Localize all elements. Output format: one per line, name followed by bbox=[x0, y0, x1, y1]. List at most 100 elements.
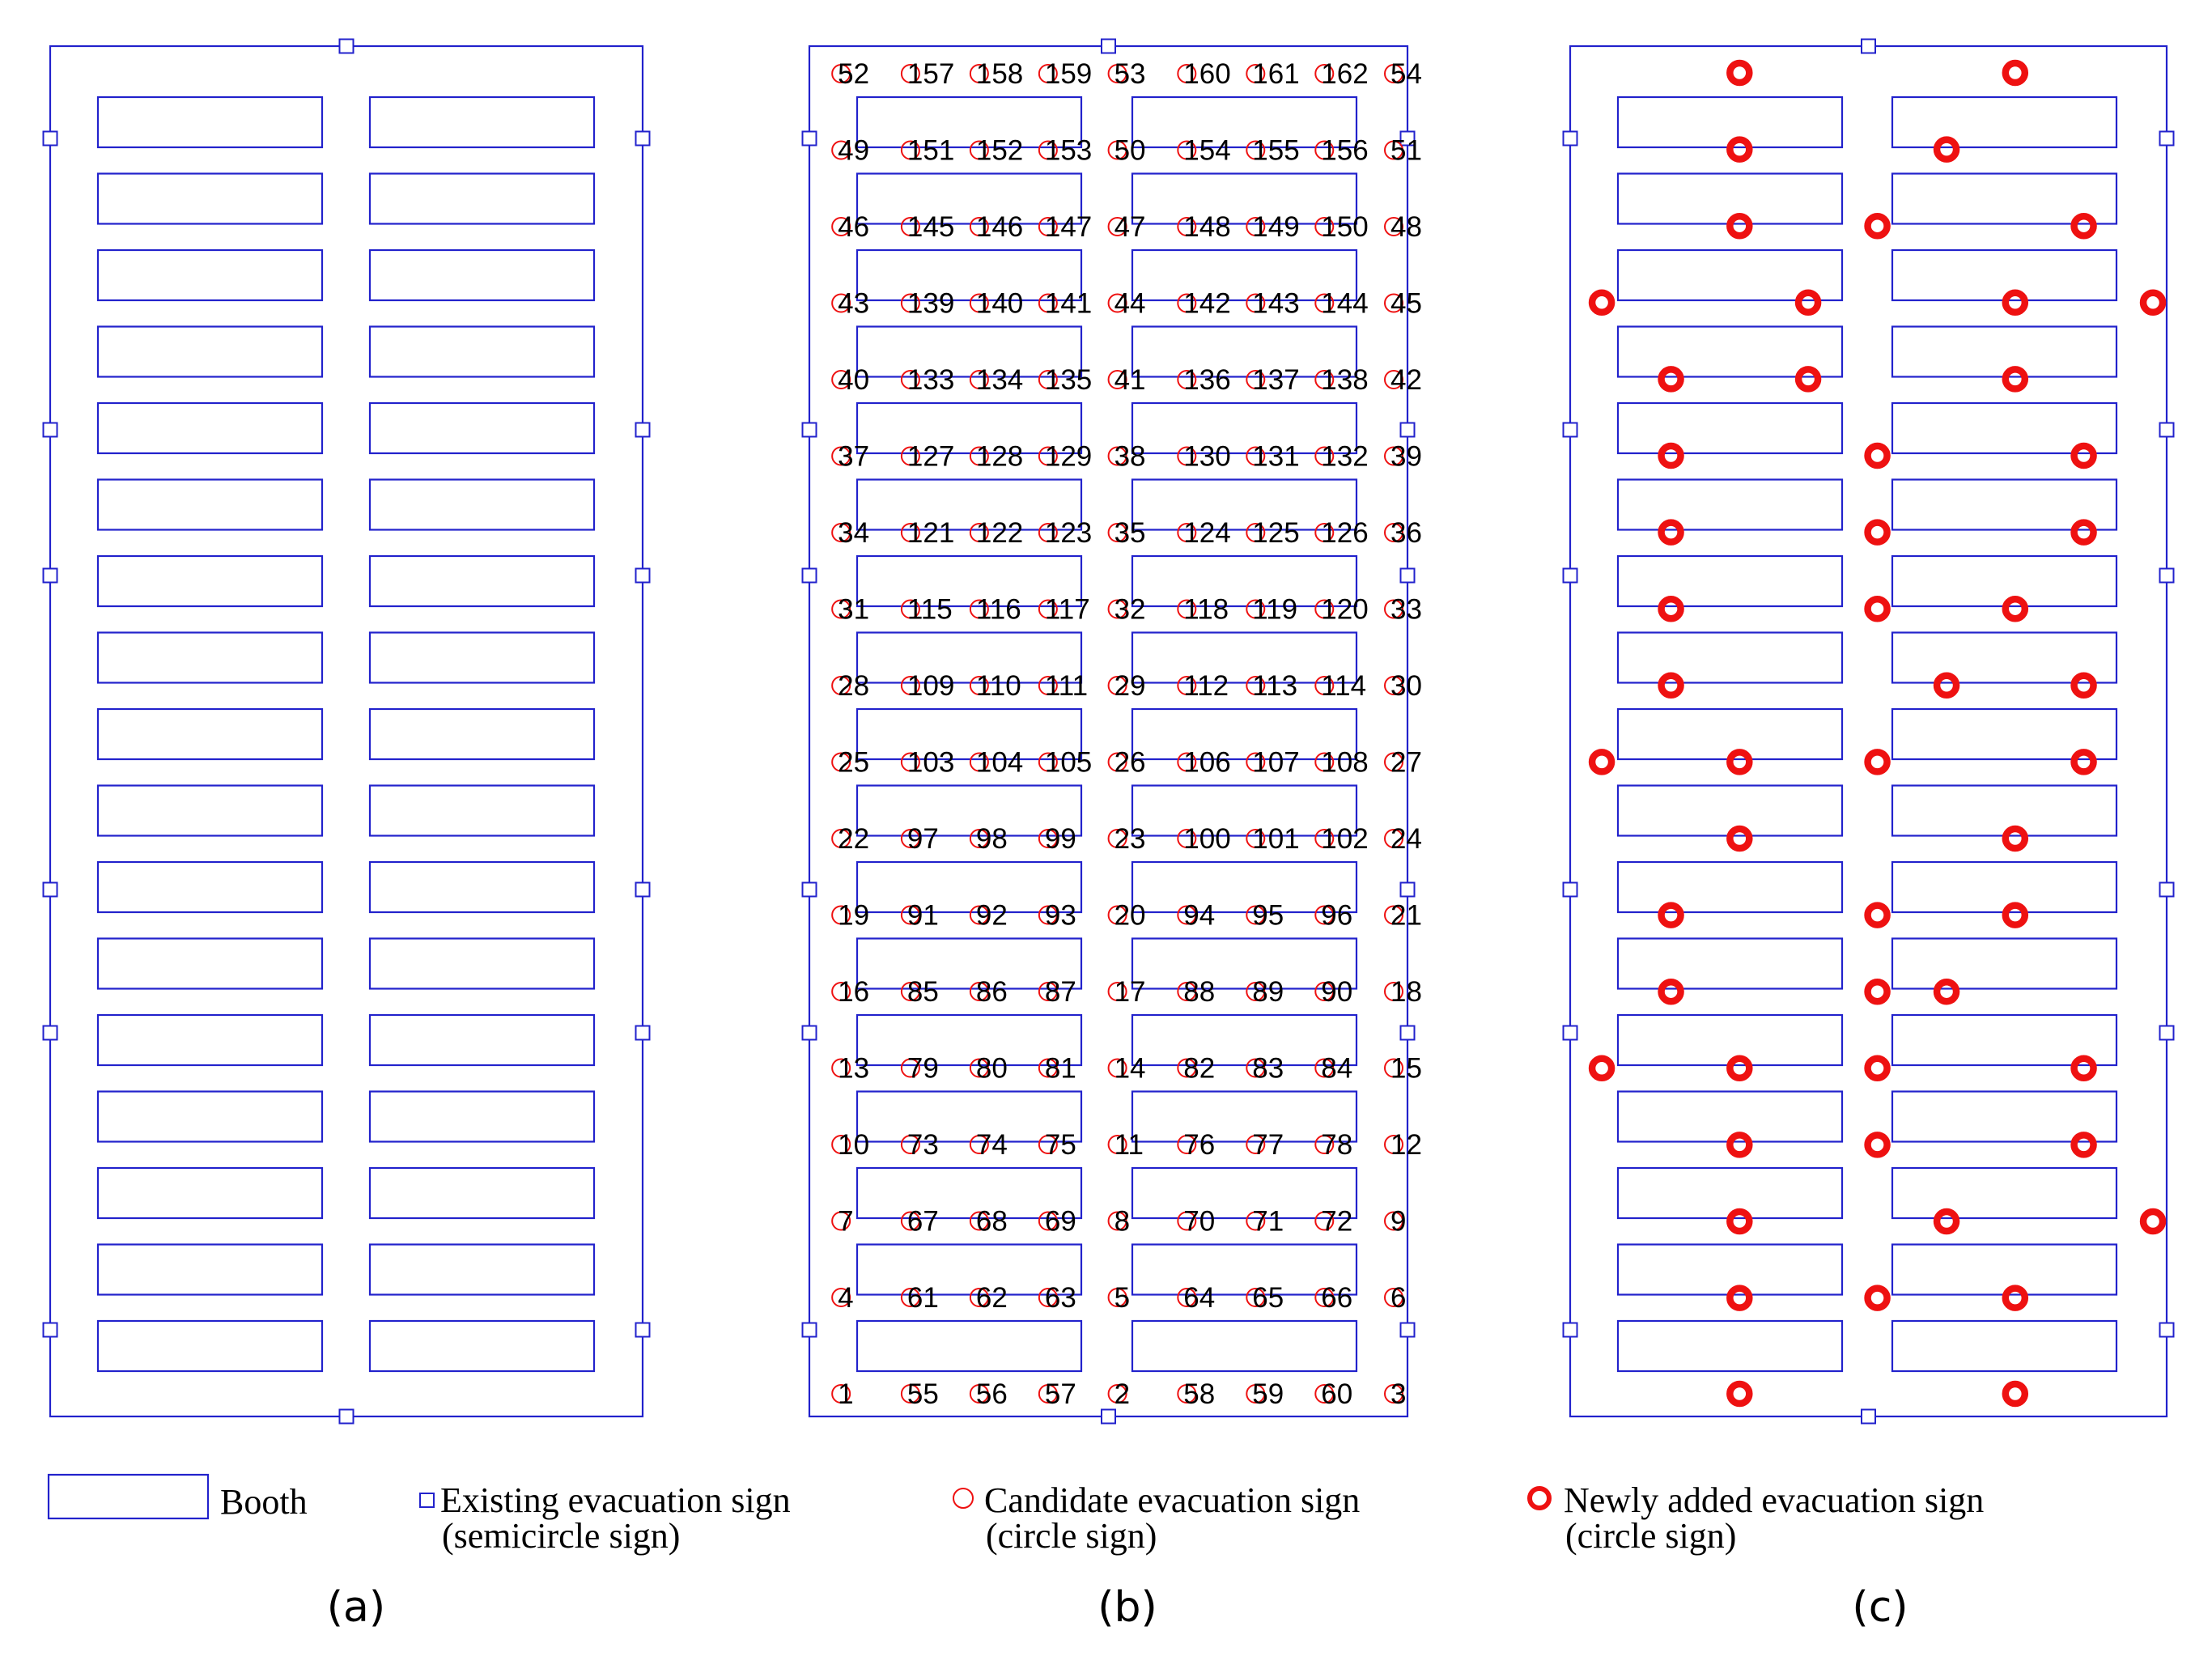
existing-evacuation-sign bbox=[2159, 881, 2175, 898]
candidate-sign-number: 126 bbox=[1321, 517, 1368, 549]
new-evacuation-sign bbox=[1658, 366, 1684, 393]
candidate-sign bbox=[1314, 982, 1335, 1001]
candidate-sign-number: 67 bbox=[907, 1206, 939, 1238]
candidate-sign-number: 112 bbox=[1183, 670, 1229, 702]
candidate-sign bbox=[1038, 1135, 1058, 1154]
booth bbox=[856, 1243, 1083, 1296]
candidate-sign bbox=[1246, 1384, 1266, 1404]
candidate-sign-number: 34 bbox=[838, 517, 869, 549]
candidate-sign-number: 19 bbox=[838, 900, 869, 932]
booth bbox=[1891, 784, 2118, 837]
booth bbox=[368, 248, 596, 302]
booth bbox=[96, 325, 324, 378]
candidate-sign bbox=[1314, 1135, 1335, 1154]
candidate-sign-number: 130 bbox=[1183, 441, 1230, 473]
candidate-sign bbox=[1038, 217, 1058, 236]
candidate-sign bbox=[1177, 829, 1197, 848]
existing-evacuation-sign bbox=[2159, 1025, 2175, 1041]
candidate-sign bbox=[969, 676, 989, 695]
candidate-sign bbox=[969, 829, 989, 848]
candidate-sign-number: 16 bbox=[838, 976, 869, 1008]
candidate-sign bbox=[969, 905, 989, 925]
legend-existing-sign-icon bbox=[419, 1493, 435, 1508]
new-evacuation-sign bbox=[1658, 672, 1684, 699]
new-evacuation-sign bbox=[1864, 1055, 1891, 1082]
candidate-sign bbox=[1177, 1211, 1197, 1231]
booth bbox=[1891, 1319, 2118, 1373]
candidate-sign bbox=[1384, 829, 1404, 848]
candidate-sign-number: 17 bbox=[1114, 976, 1146, 1008]
candidate-sign-number: 69 bbox=[1045, 1206, 1076, 1238]
candidate-sign bbox=[1107, 370, 1127, 389]
candidate-sign-number: 92 bbox=[976, 900, 1008, 932]
booth bbox=[1616, 1319, 1844, 1373]
candidate-sign bbox=[1314, 370, 1335, 389]
candidate-sign-number: 142 bbox=[1183, 288, 1230, 320]
legend-new-sublabel: (circle sign) bbox=[1565, 1516, 1736, 1556]
candidate-sign bbox=[1038, 140, 1058, 160]
panel-a-label: (a) bbox=[327, 1583, 385, 1632]
candidate-sign bbox=[1384, 1288, 1404, 1307]
candidate-sign bbox=[900, 64, 920, 83]
booth bbox=[856, 401, 1083, 455]
candidate-sign-number: 40 bbox=[838, 364, 869, 396]
candidate-sign-number: 66 bbox=[1321, 1282, 1352, 1314]
candidate-sign-number: 75 bbox=[1045, 1129, 1076, 1161]
candidate-sign bbox=[831, 599, 851, 619]
candidate-sign bbox=[831, 523, 851, 542]
new-evacuation-sign bbox=[1933, 978, 1960, 1005]
booth bbox=[856, 784, 1083, 837]
new-evacuation-sign bbox=[1864, 1285, 1891, 1311]
candidate-sign-number: 54 bbox=[1390, 58, 1422, 90]
candidate-sign bbox=[969, 752, 989, 772]
candidate-sign bbox=[1107, 293, 1127, 313]
booth bbox=[1891, 1090, 2118, 1143]
candidate-sign bbox=[900, 599, 920, 619]
new-evacuation-sign bbox=[2070, 749, 2097, 775]
booth bbox=[1616, 937, 1844, 990]
booth bbox=[856, 96, 1083, 149]
new-evacuation-sign bbox=[2070, 1132, 2097, 1158]
candidate-sign bbox=[1384, 1211, 1404, 1231]
booth bbox=[368, 631, 596, 684]
existing-evacuation-sign bbox=[1399, 422, 1416, 438]
new-evacuation-sign bbox=[2070, 212, 2097, 240]
candidate-sign-number: 156 bbox=[1321, 135, 1368, 167]
candidate-sign bbox=[900, 1384, 920, 1404]
candidate-sign bbox=[1177, 1384, 1197, 1404]
existing-evacuation-sign bbox=[1101, 1408, 1116, 1425]
new-evacuation-sign bbox=[2002, 1285, 2029, 1311]
booth bbox=[1616, 1090, 1844, 1143]
candidate-sign-number: 37 bbox=[838, 441, 869, 473]
booth bbox=[1131, 1319, 1358, 1373]
candidate-sign bbox=[900, 523, 920, 542]
candidate-sign bbox=[1107, 1135, 1127, 1154]
existing-evacuation-sign bbox=[1562, 1322, 1578, 1338]
candidate-sign-number: 93 bbox=[1045, 900, 1076, 932]
new-evacuation-sign bbox=[2070, 1055, 2097, 1082]
candidate-sign bbox=[1246, 64, 1266, 83]
candidate-sign-number: 100 bbox=[1183, 823, 1230, 855]
candidate-sign bbox=[1384, 752, 1404, 772]
candidate-sign-number: 42 bbox=[1390, 364, 1422, 396]
candidate-sign bbox=[1314, 1288, 1335, 1307]
candidate-sign-number: 47 bbox=[1114, 211, 1146, 243]
new-evacuation-sign bbox=[2139, 1208, 2167, 1235]
booth bbox=[856, 325, 1083, 378]
existing-evacuation-sign bbox=[635, 881, 651, 898]
candidate-sign bbox=[1107, 64, 1127, 83]
candidate-sign bbox=[1314, 599, 1335, 619]
existing-evacuation-sign bbox=[42, 1025, 58, 1041]
booth bbox=[1131, 478, 1358, 531]
candidate-sign-number: 72 bbox=[1321, 1206, 1352, 1238]
booth bbox=[1131, 1013, 1358, 1067]
booth bbox=[1131, 248, 1358, 302]
candidate-sign bbox=[1038, 293, 1058, 313]
booth bbox=[368, 401, 596, 455]
booth bbox=[96, 707, 324, 761]
booth bbox=[1891, 631, 2118, 684]
candidate-sign bbox=[1107, 905, 1127, 925]
booth bbox=[1616, 478, 1844, 531]
